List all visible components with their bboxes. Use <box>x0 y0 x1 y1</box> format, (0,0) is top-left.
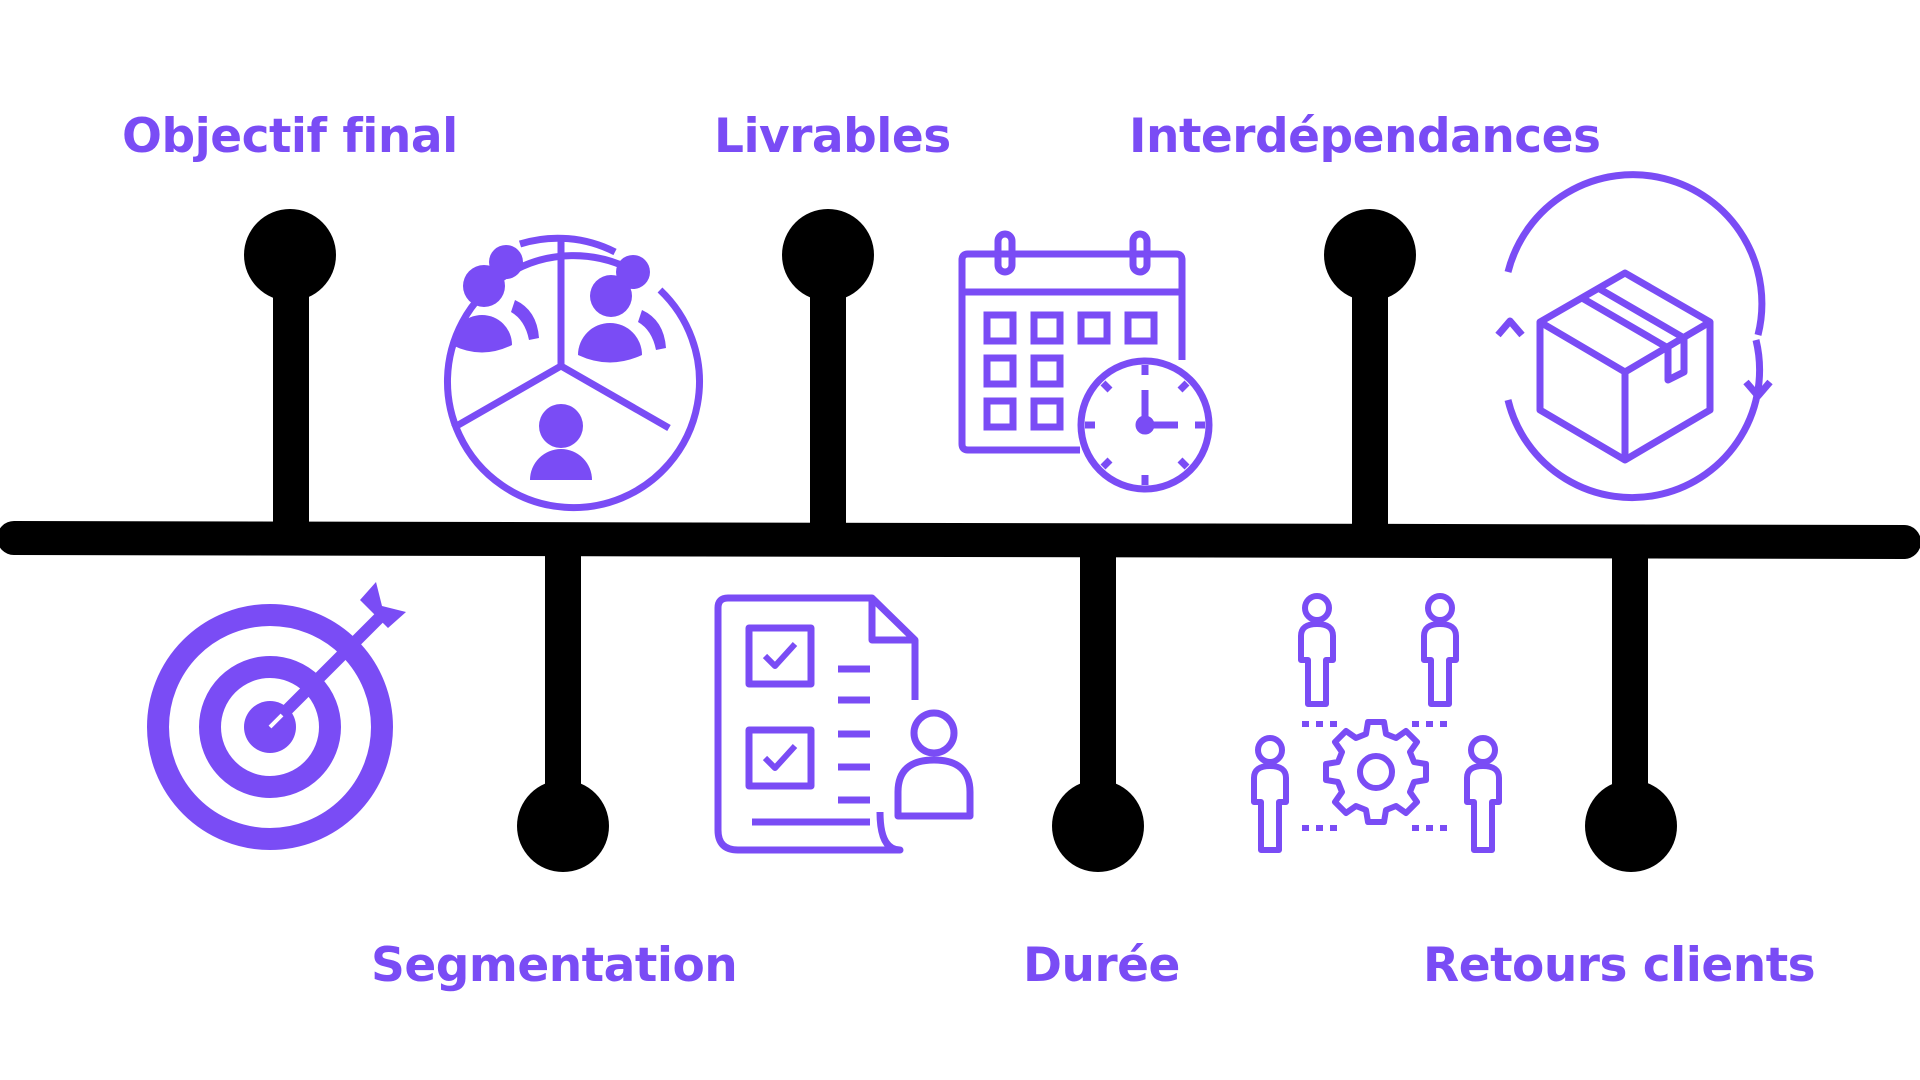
milestone-pin-segmentation <box>517 540 609 872</box>
milestone-label-segmentation: Segmentation <box>371 938 738 993</box>
milestone-pin-objectif-final <box>244 209 336 550</box>
milestone-pin-duree <box>1052 540 1144 872</box>
package-return-icon <box>1495 171 1773 502</box>
segmentation-icon <box>444 234 703 512</box>
milestone-label-livrables: Livrables <box>714 109 951 164</box>
milestone-label-interdependances: Interdépendances <box>1129 109 1601 164</box>
milestone-label-retours-clients: Retours clients <box>1423 938 1816 993</box>
team-gear-icon <box>1251 593 1502 853</box>
target-icon <box>147 582 406 850</box>
milestone-label-duree: Durée <box>1023 938 1180 993</box>
calendar-clock-icon <box>958 230 1213 493</box>
milestone-pin-livrables <box>782 209 874 550</box>
milestone-label-objectif-final: Objectif final <box>122 109 458 164</box>
timeline-axis <box>0 521 1920 559</box>
milestone-pin-retours-clients <box>1585 540 1677 872</box>
deliverables-checklist-icon <box>714 594 974 854</box>
milestone-pin-interdependances <box>1324 209 1416 550</box>
